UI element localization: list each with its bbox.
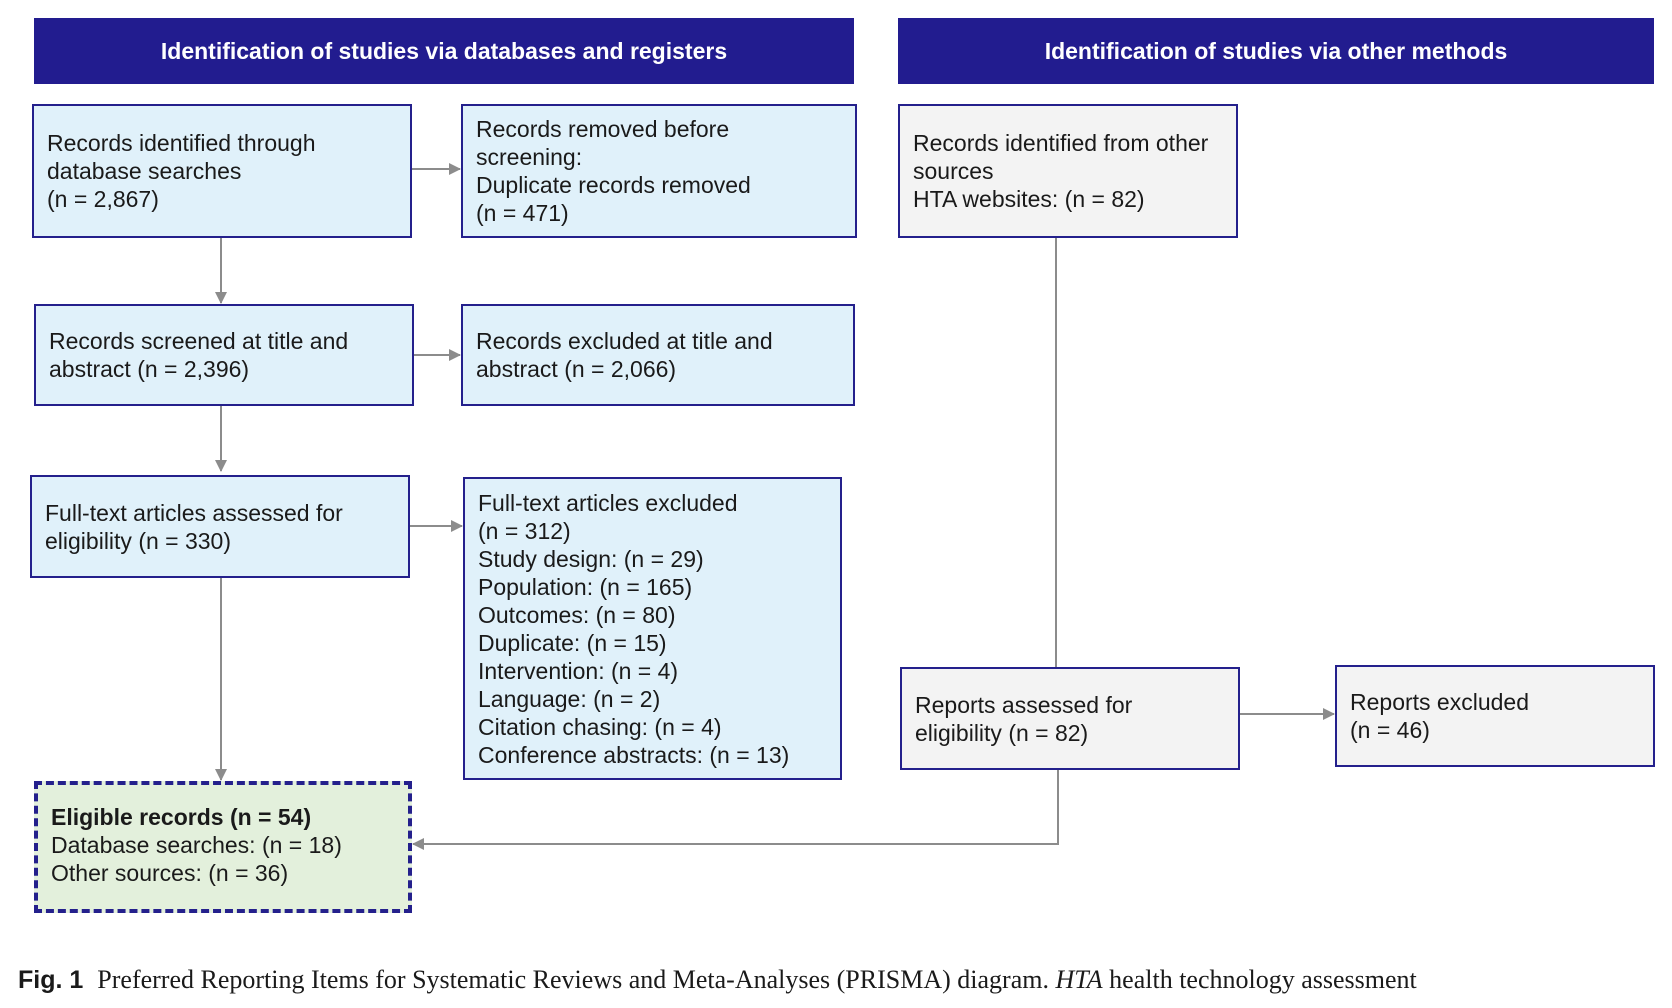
reports-excluded-box: Reports excluded (n = 46) bbox=[1335, 665, 1655, 767]
box-line: abstract (n = 2,066) bbox=[476, 356, 677, 382]
figure-label: Fig. 1 bbox=[18, 966, 84, 994]
caption-text: Preferred Reporting Items for Systematic… bbox=[97, 965, 1056, 994]
databases-registers-header: Identification of studies via databases … bbox=[34, 18, 854, 84]
box-line: Duplicate: (n = 15) bbox=[478, 630, 667, 656]
box-line: Records screened at title and bbox=[49, 328, 349, 354]
box-line: Citation chasing: (n = 4) bbox=[478, 714, 722, 740]
eligible-records-title: Eligible records (n = 54) bbox=[51, 804, 312, 830]
box-line: Reports assessed for bbox=[915, 691, 1133, 718]
box-line: Language: (n = 2) bbox=[478, 686, 661, 712]
box-line: Reports excluded bbox=[1350, 689, 1529, 715]
box-line: Records excluded at title and bbox=[476, 328, 773, 354]
box-line: Duplicate records removed bbox=[476, 172, 751, 198]
caption-text-end: health technology assessment bbox=[1102, 965, 1417, 994]
box-line: (n = 2,867) bbox=[47, 186, 159, 212]
box-line: eligibility (n = 82) bbox=[915, 719, 1089, 746]
box-line: sources bbox=[913, 158, 994, 184]
box-line: Study design: (n = 29) bbox=[478, 546, 704, 572]
fulltext-excluded-box: Full-text articles excluded (n = 312) St… bbox=[463, 477, 842, 780]
box-line: Records identified from other bbox=[913, 130, 1209, 156]
box-line: Records removed before bbox=[476, 116, 730, 142]
box-line: Database searches: (n = 18) bbox=[51, 832, 342, 858]
other-methods-header: Identification of studies via other meth… bbox=[898, 18, 1654, 84]
box-line: (n = 471) bbox=[476, 200, 569, 226]
other-methods-header-text: Identification of studies via other meth… bbox=[1044, 37, 1508, 64]
arrow-reports-to-eligible bbox=[412, 769, 1059, 850]
box-line: (n = 46) bbox=[1350, 717, 1430, 743]
box-line: database searches bbox=[47, 158, 242, 184]
box-line: Intervention: (n = 4) bbox=[478, 658, 679, 684]
records-identified-box: Records identified through database sear… bbox=[32, 104, 412, 238]
fulltext-assessed-box: Full-text articles assessed for eligibil… bbox=[30, 475, 410, 578]
figure-caption: Fig. 1 Preferred Reporting Items for Syst… bbox=[18, 965, 1417, 995]
box-line: abstract (n = 2,396) bbox=[49, 356, 250, 382]
box-line: Outcomes: (n = 80) bbox=[478, 602, 676, 628]
reports-assessed-box: Reports assessed for eligibility (n = 82… bbox=[900, 667, 1240, 770]
box-line: (n = 312) bbox=[478, 518, 571, 544]
records-screened-box: Records screened at title and abstract (… bbox=[34, 304, 414, 406]
box-line: screening: bbox=[476, 144, 583, 170]
box-line: Other sources: (n = 36) bbox=[51, 860, 289, 886]
caption-abbreviation: HTA bbox=[1055, 965, 1103, 994]
box-line: HTA websites: (n = 82) bbox=[913, 186, 1145, 212]
records-excluded-box: Records excluded at title and abstract (… bbox=[461, 304, 855, 406]
box-line: Conference abstracts: (n = 13) bbox=[478, 742, 790, 768]
eligible-records-box: Eligible records (n = 54) Database searc… bbox=[34, 781, 412, 913]
box-line: Full-text articles excluded bbox=[478, 490, 738, 516]
box-line: Full-text articles assessed for bbox=[45, 499, 343, 526]
databases-registers-header-text: Identification of studies via databases … bbox=[160, 37, 728, 64]
box-line: Population: (n = 165) bbox=[478, 574, 693, 600]
box-line: eligibility (n = 330) bbox=[45, 527, 232, 554]
records-removed-box: Records removed before screening: Duplic… bbox=[461, 104, 857, 238]
other-sources-box: Records identified from other sources HT… bbox=[898, 104, 1238, 238]
box-line: Records identified through bbox=[47, 130, 316, 156]
